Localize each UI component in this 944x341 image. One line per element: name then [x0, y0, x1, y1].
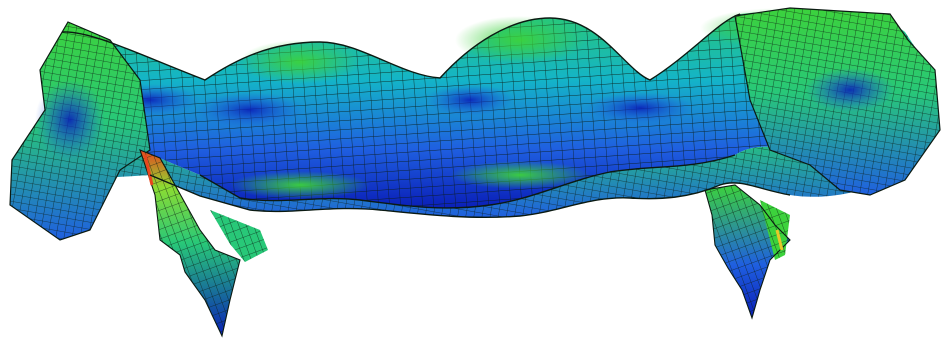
- beam-left-end: [9, 21, 151, 241]
- left-support-leg: [139, 149, 268, 338]
- mesh-outline: [61, 13, 791, 219]
- right-support-leg: [704, 184, 791, 320]
- beam-right-end: [734, 7, 941, 196]
